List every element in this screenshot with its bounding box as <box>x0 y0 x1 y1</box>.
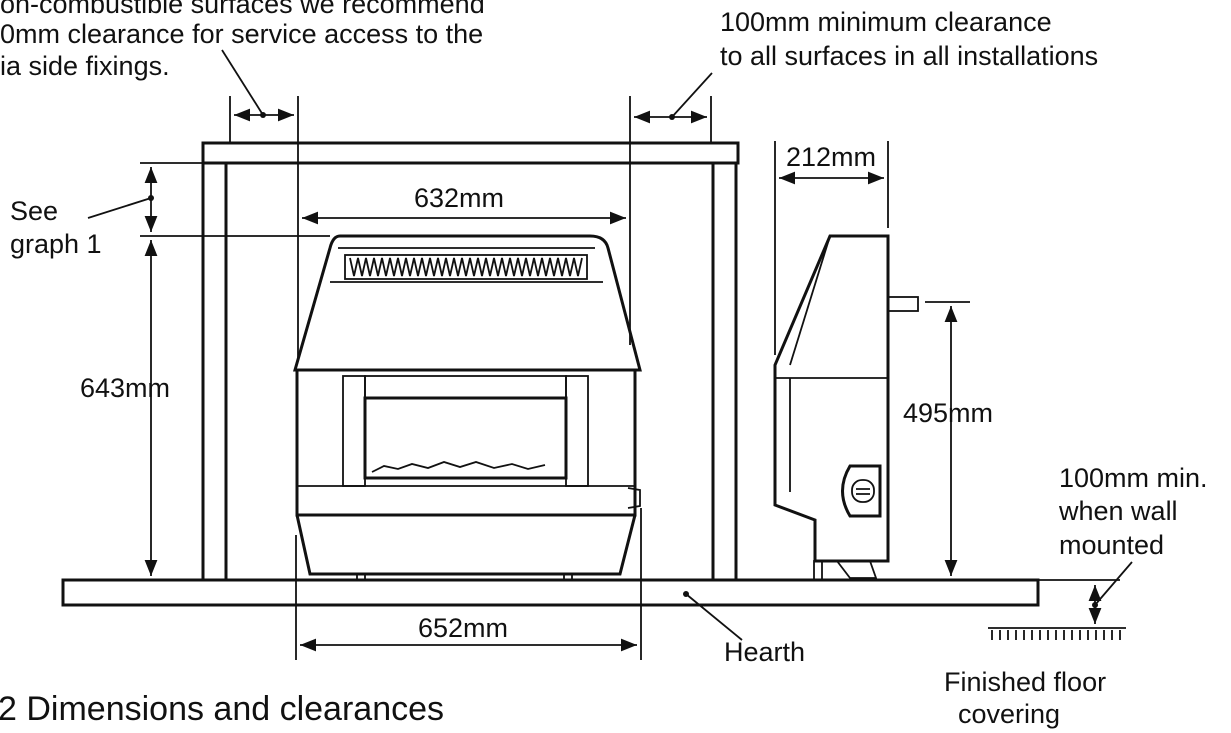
wall-mount-label-line1: 100mm min. <box>1059 463 1208 493</box>
control-knob <box>841 464 882 518</box>
note-left-line1: on-combustible surfaces we recommend <box>0 0 485 19</box>
fire-front-view <box>293 234 642 581</box>
floor-covering-label-line1: Finished floor <box>944 667 1107 697</box>
top-grille <box>344 254 588 280</box>
hearth-label: Hearth <box>724 637 806 667</box>
note-left-line2: 0mm clearance for service access to the <box>0 19 484 49</box>
dimension-212mm: 212mm <box>786 142 877 172</box>
wall-mount-label-line2: when wall <box>1059 496 1178 526</box>
see-graph-label-line1: See <box>10 196 59 226</box>
figure-caption: 2 Dimensions and clearances <box>0 690 445 728</box>
left-leg <box>201 161 228 582</box>
dimension-495mm: 495mm <box>903 398 994 428</box>
floor-covering-label-line2: covering <box>958 699 1061 729</box>
dimensions <box>87 49 1133 660</box>
right-leg <box>711 161 738 582</box>
hearth-slab <box>61 578 1040 607</box>
fire-window <box>363 396 568 480</box>
note-left-line3: ia side fixings. <box>0 51 170 81</box>
note-right-line1: 100mm minimum clearance <box>720 7 1052 37</box>
mantel-shelf <box>201 141 740 165</box>
dimension-643mm: 643mm <box>80 373 171 403</box>
see-graph-label-line2: graph 1 <box>10 229 102 259</box>
wall-mount-label-line3: mounted <box>1059 530 1165 560</box>
note-right-line2: to all surfaces in all installations <box>720 41 1099 71</box>
dimension-652mm: 652mm <box>418 613 509 643</box>
fire-side-view <box>773 234 919 581</box>
dimension-632mm: 632mm <box>414 183 505 213</box>
